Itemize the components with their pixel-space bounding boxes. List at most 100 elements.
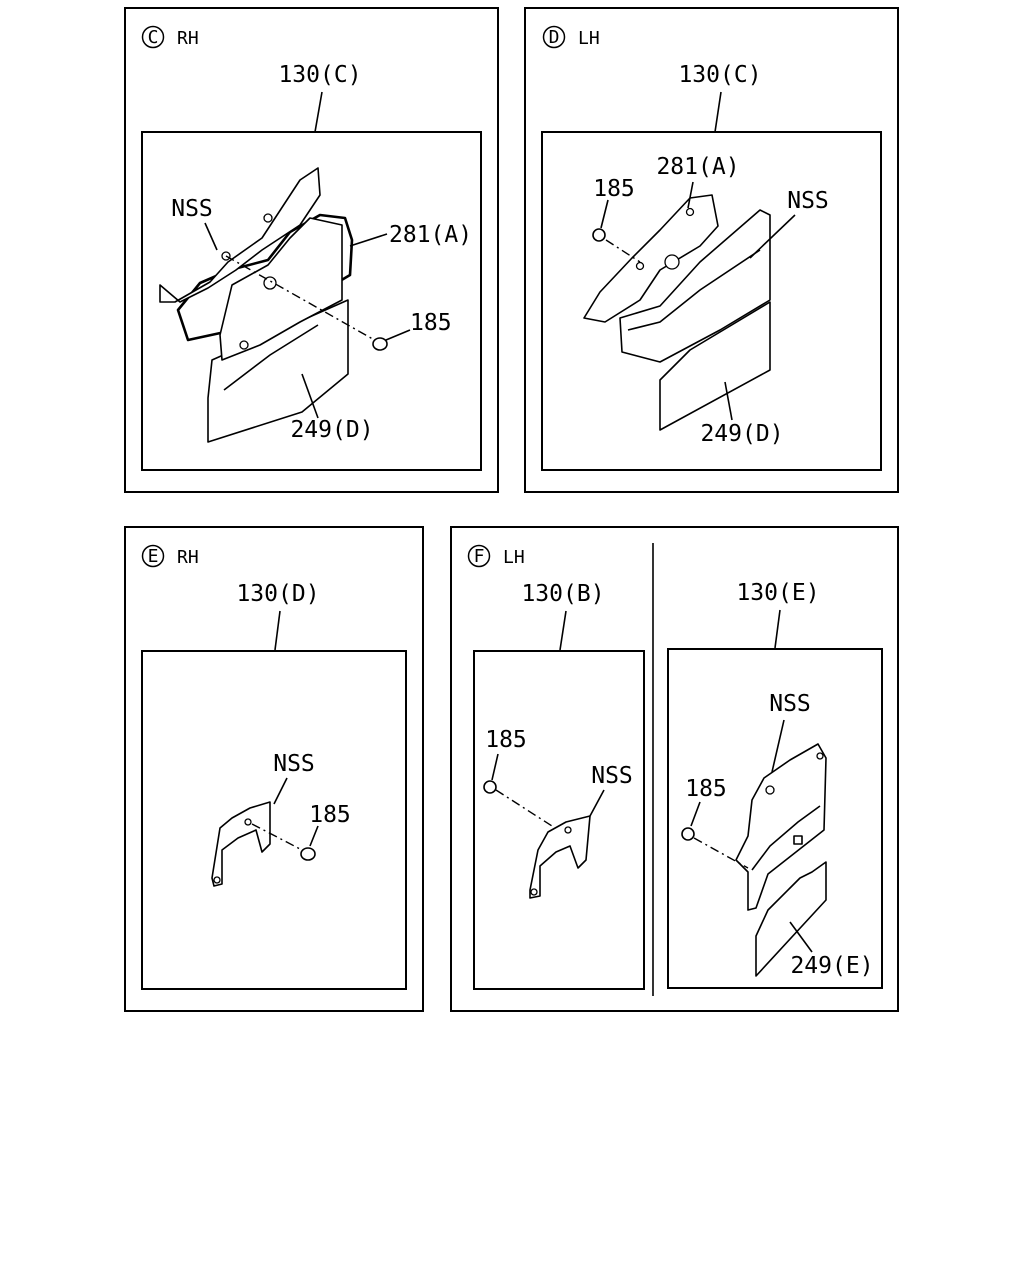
panel-c-hole-1 [263,213,273,223]
panel-e-nss-part [211,801,271,887]
panel-c-nss-leader [204,222,218,251]
panel-f-left-bolt-leader [491,753,499,781]
panel-f-left-nss-leader [589,789,605,817]
panel-f-right-group-label: 130(E) [736,580,819,606]
panel-c-bracket-leader [349,233,388,247]
panel-c-group-label: 130(C) [278,62,361,88]
panel-e-letter-circle [141,544,165,568]
panel-e-group-label: 130(D) [236,581,319,607]
panel-d-nss-label: NSS [787,188,829,214]
panel-c-group-leader [314,91,323,133]
panel-d-letter-circle [542,25,566,49]
panel-d-bolt-label: 185 [593,176,635,202]
panel-d-nss-edge [627,249,761,331]
panel-d-group-leader [714,91,722,133]
panel-f-right-pad-part [755,861,827,977]
panel-f-frame [450,526,899,1012]
panel-d-letter: D [549,27,560,48]
panel-f-right-bolt [681,827,695,841]
panel-c-pad-label: 249(D) [290,417,373,443]
panel-d-pad-leader [724,381,733,421]
panel-d-pad-part [659,301,771,431]
panel-d-nss-part [619,209,771,363]
panel-f-left-hole-2 [530,888,538,896]
panel-c-hole-2 [221,251,231,261]
panel-c-inner-frame [141,131,482,471]
panel-c-pad-part [207,299,349,443]
panel-e: E RH 130(D) 185 NSS [124,526,424,1012]
panel-d-bolt-leader [600,199,609,229]
panel-f-left-bolt [483,780,497,794]
panel-f-right-bolt-axis [693,837,749,869]
panel-f-right-nss-leader [771,719,785,773]
panel-f-right-hole-2 [816,752,824,760]
panel-e-frame [124,526,424,1012]
panel-d-bolt-axis [605,239,641,263]
panel-e-bolt [300,847,316,861]
panel-c-hole-3 [239,340,249,350]
panel-c-frame [124,7,499,493]
panel-f-left-nss-label: NSS [591,763,633,789]
panel-d-hole-3 [664,254,680,270]
panel-c-letter-circle [141,25,165,49]
panel-c-pad-edge [223,324,319,391]
panel-f-left-nss-part [529,815,591,899]
panel-f-right-nss-edge [751,805,821,871]
panel-f-letter: F [474,546,485,567]
panel-e-bolt-leader [309,825,319,847]
panel-f-left-hole-1 [564,826,572,834]
panel-e-side: RH [177,547,199,568]
panel-c-bolt-leader [385,329,411,341]
panel-f-right-inner-frame [667,648,883,989]
panel-f-left-bolt-label: 185 [485,727,527,753]
panel-d-bolt [592,228,606,242]
panel-d-bracket-leader [687,181,694,209]
panel-d-side: LH [578,28,600,49]
panel-c-hole-4 [263,276,277,290]
panel-e-bolt-label: 185 [309,802,351,828]
panel-d-inner-frame [541,131,882,471]
panel-e-group-leader [274,610,281,651]
panel-d: D LH 130(C) 185 281(A) NSS 249(D) [524,7,899,493]
panel-d-hole-2 [635,261,645,271]
panel-c-bracket-inner [219,217,343,361]
panel-f-right-pad-label: 249(E) [790,953,873,979]
panel-e-nss-leader [273,777,288,805]
panel-e-hole-1 [244,818,252,826]
panel-f: F LH 130(B) 185 NSS 130(E) 185 NSS 249( [450,526,899,1012]
panel-f-right-bolt-leader [690,801,701,827]
panel-e-nss-label: NSS [273,751,315,777]
panel-c-bolt [372,337,388,351]
panel-d-pad-label: 249(D) [700,421,783,447]
panel-f-letter-circle [467,544,491,568]
panel-c-nss-label: NSS [171,196,213,222]
panel-e-inner-frame [141,650,407,990]
panel-d-group-label: 130(C) [678,62,761,88]
panel-c-letter: C [148,27,159,48]
panel-f-right-group-leader [774,609,781,649]
panel-c-side: RH [177,28,199,49]
panel-f-right-nss-label: NSS [769,691,811,717]
panel-f-left-group-label: 130(B) [521,581,604,607]
panel-f-right-bolt-label: 185 [685,776,727,802]
panel-f-right-nss-part [735,743,827,911]
panel-e-bolt-axis [251,823,303,851]
panel-f-left-group-leader [559,610,567,651]
panel-f-right-pad-leader [789,921,813,953]
panel-e-hole-2 [213,876,221,884]
panel-f-side: LH [503,547,525,568]
panel-e-letter: E [148,546,159,567]
panel-f-right-hole-1 [765,785,775,795]
panel-c-pad-leader [301,373,319,419]
panel-f-right-nut [793,835,803,845]
panel-d-bracket-part [583,194,719,323]
panel-f-left-bolt-axis [495,789,553,827]
panel-d-bracket-label: 281(A) [656,154,739,180]
panel-f-left-inner-frame [473,650,645,990]
panel-c-bolt-label: 185 [410,310,452,336]
panel-d-frame [524,7,899,493]
panel-d-nss-leader [749,214,796,259]
panel-c-nss-plate [159,167,321,303]
panel-c: C RH 130(C) 185 NSS 281(A) 249(D) [124,7,499,493]
